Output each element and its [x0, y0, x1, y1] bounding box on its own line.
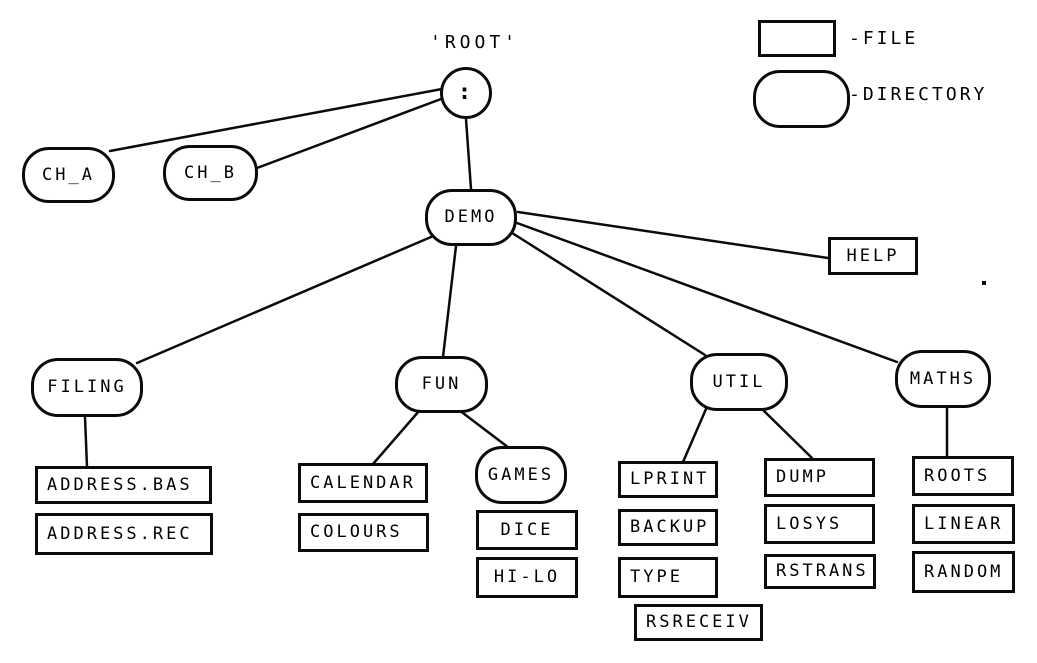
- file-node-calendar: CALENDAR: [298, 463, 428, 503]
- node-label-dump: DUMP: [776, 467, 829, 487]
- edge-root-demo: [464, 117, 473, 191]
- node-label-backup: BACKUP: [630, 517, 710, 537]
- edge-util-lprint: [681, 407, 708, 464]
- node-label-dice: DICE: [500, 519, 554, 540]
- edge-demo-filing: [135, 235, 433, 365]
- legend-directory-shape: [753, 70, 850, 128]
- directory-node-fun: FUN: [395, 356, 488, 413]
- file-node-colours: COLOURS: [298, 513, 429, 552]
- node-label-root: :: [457, 80, 475, 105]
- file-node-losys: LOSYS: [764, 504, 875, 544]
- directory-node-root: :: [440, 67, 492, 119]
- file-node-address-rec: ADDRESS.REC: [35, 513, 213, 555]
- node-label-filing: FILING: [47, 377, 127, 397]
- node-label-rstrans: RSTRANS: [776, 561, 869, 581]
- node-label-address-bas: ADDRESS.BAS: [47, 474, 193, 495]
- directory-node-util: UTIL: [690, 353, 788, 411]
- node-label-address-rec: ADDRESS.REC: [47, 523, 193, 544]
- edge-util-dump: [760, 407, 814, 460]
- directory-node-filing: FILING: [31, 358, 143, 417]
- edge-demo-help: [516, 210, 830, 260]
- edge-filing-address-bas: [83, 415, 89, 469]
- node-label-maths: MATHS: [909, 368, 977, 389]
- file-node-backup: BACKUP: [618, 509, 718, 546]
- node-label-calendar: CALENDAR: [310, 472, 416, 493]
- directory-node-ch-b: CH_B: [163, 145, 258, 201]
- node-label-lprint: LPRINT: [630, 469, 710, 489]
- legend-directory-label: -DIRECTORY: [849, 84, 988, 105]
- node-label-hi-lo: HI-LO: [493, 567, 561, 587]
- edge-root-ch-b: [255, 97, 443, 170]
- file-node-dump: DUMP: [764, 458, 875, 497]
- node-label-demo: DEMO: [444, 207, 498, 227]
- file-node-help: HELP: [828, 237, 918, 275]
- file-node-lprint: LPRINT: [618, 461, 718, 498]
- node-label-fun: FUN: [421, 374, 462, 394]
- directory-node-maths: MATHS: [895, 350, 991, 408]
- node-label-util: UTIL: [712, 371, 766, 392]
- legend-file-shape: [758, 20, 836, 57]
- node-label-random: RANDOM: [924, 561, 1004, 582]
- directory-node-demo: DEMO: [425, 189, 517, 246]
- node-label-ch-b: CH_B: [184, 162, 237, 183]
- node-label-ch-a: CH_A: [42, 164, 95, 185]
- file-node-dice: DICE: [476, 510, 578, 550]
- legend-file-label: -FILE: [849, 28, 919, 49]
- node-label-type: TYPE: [630, 567, 683, 587]
- file-node-random: RANDOM: [912, 551, 1015, 593]
- edge-fun-calendar: [371, 409, 421, 466]
- node-label-help: HELP: [846, 245, 900, 266]
- file-node-linear: LINEAR: [912, 504, 1015, 544]
- directory-node-ch-a: CH_A: [22, 147, 115, 203]
- node-label-colours: COLOURS: [310, 522, 403, 542]
- file-node-type: TYPE: [618, 557, 718, 598]
- edge-fun-games: [457, 408, 511, 450]
- edge-demo-fun: [441, 244, 458, 359]
- node-label-losys: LOSYS: [776, 513, 843, 534]
- edge-demo-maths: [515, 221, 899, 364]
- edge-demo-util: [507, 229, 707, 357]
- ink-speck: [982, 281, 986, 285]
- edge-root-ch-a: [108, 87, 444, 153]
- node-label-games: GAMES: [487, 464, 555, 485]
- diagram-title: 'ROOT': [430, 32, 520, 53]
- directory-node-games: GAMES: [475, 446, 567, 504]
- file-node-rstrans: RSTRANS: [764, 554, 876, 589]
- file-node-roots: ROOTS: [912, 456, 1014, 496]
- file-node-rsreceiv: RSRECEIV: [634, 604, 763, 641]
- node-label-rsreceiv: RSRECEIV: [646, 612, 752, 632]
- file-node-hi-lo: HI-LO: [476, 557, 578, 598]
- node-label-linear: LINEAR: [924, 513, 1004, 534]
- file-node-address-bas: ADDRESS.BAS: [35, 466, 212, 504]
- node-label-roots: ROOTS: [924, 465, 991, 486]
